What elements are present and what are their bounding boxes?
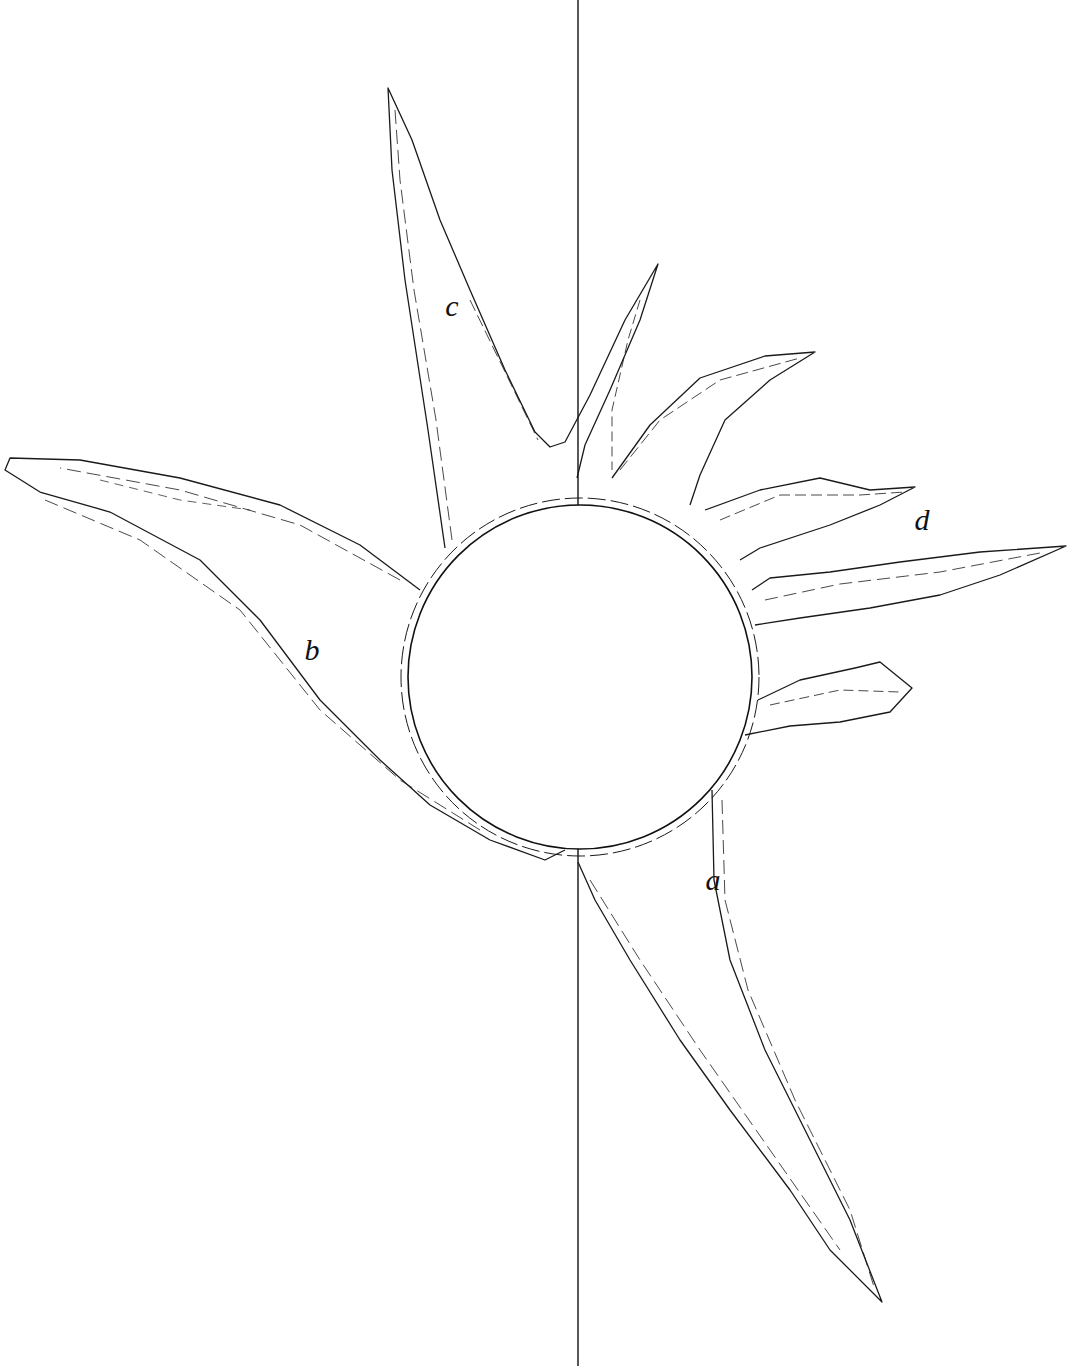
moon-disc: [408, 505, 752, 849]
part-letter: d: [915, 505, 930, 535]
part-letter: c: [445, 291, 458, 321]
corona-streamers: [5, 88, 1066, 1302]
part-letter: a: [706, 865, 721, 895]
part-letter: b: [305, 635, 320, 665]
